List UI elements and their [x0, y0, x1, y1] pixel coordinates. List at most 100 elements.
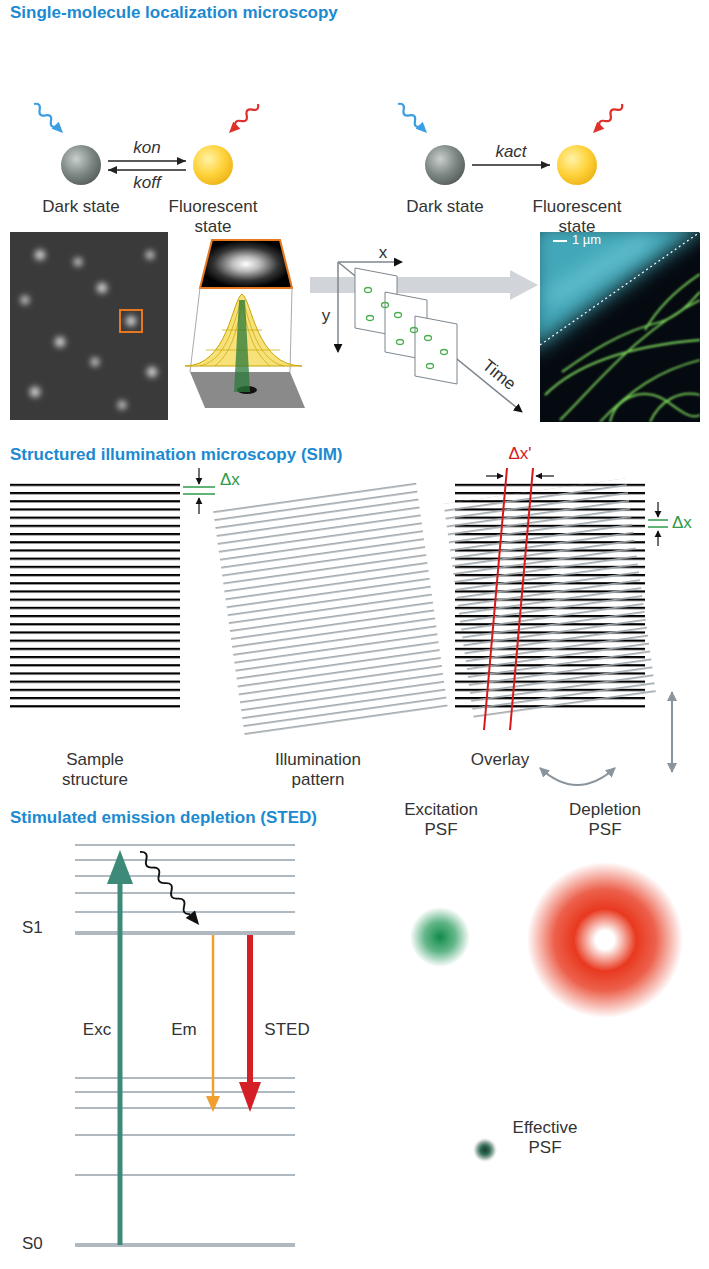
frame-stack [310, 262, 538, 412]
overlay-pattern [444, 478, 657, 721]
annotation-label: Overlay [471, 750, 530, 770]
state-node: Dark state [390, 145, 500, 217]
transition-arrows [107, 848, 261, 1245]
annotation-label: 1 µm [572, 233, 601, 248]
motion-arrows [540, 768, 615, 785]
super-resolution-image [540, 232, 700, 352]
frame-stack [427, 364, 434, 369]
raw-frame-image [126, 316, 136, 326]
gaussian-fit [200, 300, 242, 366]
energy-levels [75, 1134, 295, 1136]
annotation-label: Sample structure [40, 750, 150, 789]
state-circle [557, 145, 597, 185]
state-circle [61, 145, 101, 185]
transition-arrows [135, 848, 203, 929]
section-heading: Stimulated emission depletion (STED) [10, 808, 317, 828]
frame-stack [382, 303, 389, 308]
raw-frame-image [147, 367, 157, 377]
raw-frame-image [30, 387, 40, 397]
gaussian-fit [200, 240, 292, 288]
psf-spots [410, 907, 470, 967]
light-arrows [394, 100, 430, 136]
super-resolution-image [645, 274, 700, 330]
super-resolution-image [548, 240, 650, 300]
gaussian-fit [290, 288, 292, 372]
state-circle [193, 145, 233, 185]
section-heading: Single-molecule localization microscopy [10, 3, 338, 23]
annotation-label: Illumination pattern [258, 750, 378, 789]
spacing-marks [198, 468, 199, 484]
frame-stack [441, 350, 448, 355]
state-node: Fluorescent state [158, 145, 268, 236]
state-label: Dark state [26, 197, 136, 217]
gaussian-fit [185, 240, 305, 408]
rate-arrow-line [472, 164, 550, 166]
frame-stack [411, 328, 418, 333]
rate-arrow [472, 161, 550, 169]
gaussian-fit [242, 300, 284, 366]
energy-levels [75, 931, 295, 935]
frame-stack [365, 288, 372, 293]
section-heading: Structured illumination microscopy (SIM) [10, 445, 342, 465]
raw-frame-image [97, 283, 107, 293]
spacing-marks [657, 502, 658, 517]
energy-levels [75, 1243, 295, 1247]
state-label: Dark state [390, 197, 500, 217]
frame-stack [395, 313, 402, 318]
energy-levels [75, 1091, 295, 1093]
gaussian-fit [190, 288, 200, 372]
energy-levels [75, 844, 295, 846]
annotation-label: Δx [672, 513, 692, 533]
light-arrows [225, 100, 261, 136]
energy-levels [75, 875, 295, 877]
spacing-marks [536, 475, 554, 476]
spacing-marks [648, 519, 668, 521]
raw-frame-image [55, 337, 65, 347]
raw-frame-image [120, 310, 142, 332]
energy-levels [75, 892, 295, 894]
annotation-label: Time [478, 356, 519, 395]
energy-levels [75, 845, 295, 1245]
frame-stack [510, 270, 538, 300]
overlay-pattern [484, 468, 507, 730]
frame-stack [365, 288, 448, 369]
raw-frame-image [21, 296, 29, 304]
transition-arrows [212, 935, 215, 1098]
rate-arrow-head [108, 166, 117, 174]
annotation-label: Depletion PSF [555, 800, 655, 839]
rate-arrow-head [177, 157, 186, 165]
annotation-label: y [322, 306, 331, 326]
spacing-marks [486, 475, 503, 476]
super-resolution-image [540, 232, 700, 422]
rate-arrow-line [108, 160, 186, 162]
raw-frame-image [118, 401, 126, 409]
rate-constant: koff [133, 173, 160, 193]
motion-arrows [540, 692, 672, 785]
annotation-label: S1 [22, 918, 43, 938]
illumination-pattern [213, 482, 448, 738]
frame-stack [397, 340, 404, 345]
state-node: Dark state [26, 145, 136, 217]
transition-arrows [137, 850, 193, 917]
frame-stack [338, 261, 402, 263]
raw-frame-image [10, 232, 168, 420]
spacing-marks [648, 526, 668, 528]
motion-arrows [671, 692, 673, 772]
state-circle [425, 145, 465, 185]
raw-frame-image [35, 250, 45, 260]
super-resolution-image [540, 232, 700, 345]
energy-levels [75, 1174, 295, 1176]
annotation-label: Exc [83, 1020, 111, 1040]
transition-arrows [186, 910, 204, 928]
light-arrows [589, 100, 625, 136]
spacing-marks [183, 493, 215, 495]
illumination-pattern [213, 482, 448, 738]
psf-spots [472, 1137, 498, 1163]
overlay-pattern [444, 468, 657, 730]
raw-frame-image [146, 251, 154, 259]
super-resolution-image [553, 240, 567, 242]
transition-arrows [239, 1082, 261, 1112]
